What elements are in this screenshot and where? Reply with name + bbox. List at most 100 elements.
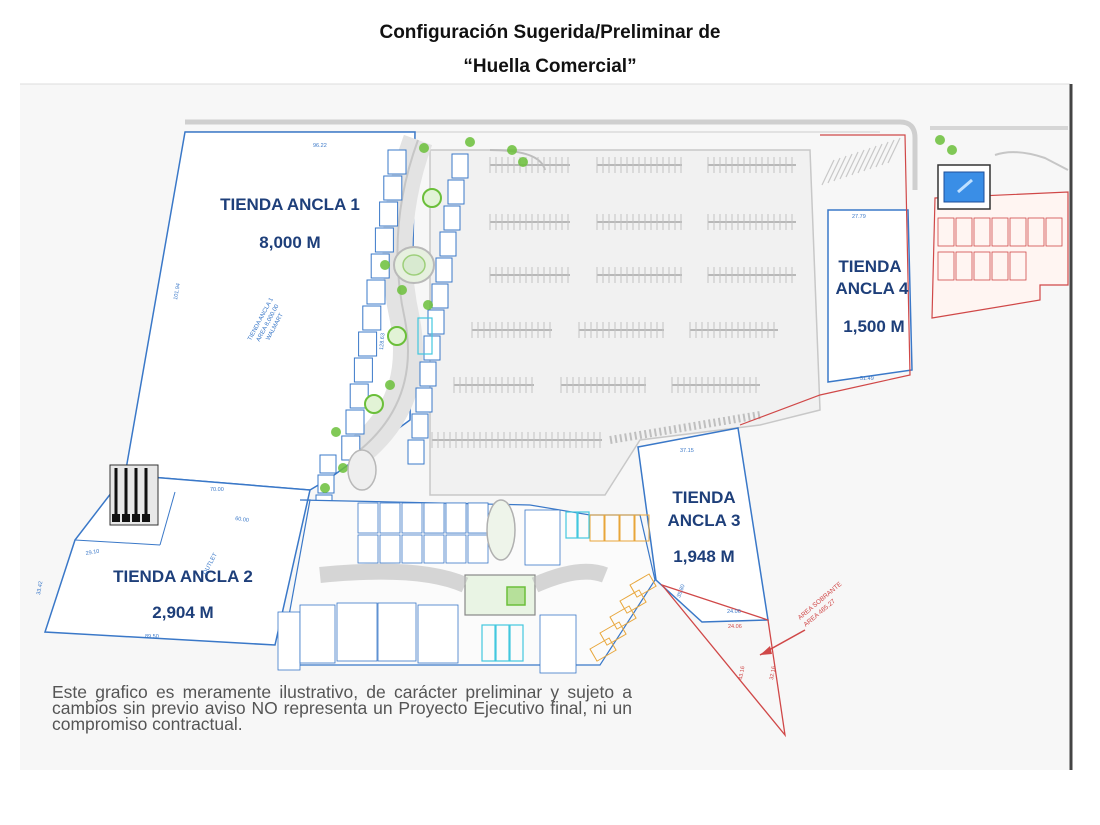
cyan-stall [417,317,433,355]
loading-docks [109,464,159,526]
diagonal-stall [887,137,901,164]
parking-row [596,157,682,173]
orange-stall [629,573,657,598]
orange-stall [589,637,617,662]
area-sobrante-triangle [660,583,786,738]
blue-stall [411,413,429,439]
shop-unit [336,602,378,662]
red-unit [973,217,991,247]
shop-unit [524,509,561,566]
shop-unit [299,604,336,664]
red-unit [973,251,991,281]
red-unit [1009,251,1027,281]
ancla-4-outline [827,209,913,383]
boulevard-center [359,139,419,451]
perimeter-road [185,119,918,190]
cyan-parking-stalls [417,317,590,662]
orange-stall [609,605,637,630]
shop-unit [445,502,467,534]
shop-unit [357,502,379,534]
area-sobrante-arrowhead [760,646,772,655]
diagonal-stall [827,157,841,184]
dim-label: 27.79 [852,214,866,220]
shop-unit [379,502,401,534]
blue-stall [435,257,453,283]
diagonal-stall [869,143,883,170]
shop-unit [277,611,301,671]
tree [465,137,475,147]
east-road-curve [994,151,1069,171]
orange-stall [634,514,650,542]
cyan-stall [495,624,510,662]
red-unit [991,251,1009,281]
diagonal-stall [833,155,847,182]
orange-stall [599,621,627,646]
shop-unit [423,534,445,564]
dim-label: 89.50 [145,634,159,640]
ancla-4-area: 1,500 M [843,317,904,336]
blue-stall [427,309,445,335]
shop-unit [539,614,577,674]
parking-row [453,377,534,393]
central-plaza-garden [506,586,526,606]
shop-units [277,502,577,674]
dim-label: 32.16 [769,666,777,681]
ancla-3-outline [637,427,769,623]
dim-label: 24.06 [728,624,742,630]
ancla-1-name: TIENDA ANCLA 1 [220,195,360,214]
cyan-stall [577,511,590,539]
landscape-circle [422,188,442,208]
cyan-stall [481,624,496,662]
tree [320,483,330,493]
blue-stall [358,331,378,357]
dimension-labels: 96.22 101.94 128.63 70.00 33.42 60.00 29… [36,143,874,680]
shop-unit [379,534,401,564]
red-unit [937,217,955,247]
shop-unit [423,502,445,534]
shop-unit [417,604,459,664]
parking-row [707,267,796,283]
shop-unit [445,534,467,564]
fountain [486,499,516,561]
diagonal-stall [881,139,895,166]
blue-stall [345,409,365,435]
plaza-oval [347,449,377,491]
dim-label: 43.16 [738,666,746,681]
shop-unit [467,534,489,564]
parking-rows [431,157,796,448]
dim-label: 35.80 [676,584,686,599]
tree [419,143,429,153]
red-unit [991,217,1009,247]
parking-row [707,214,796,230]
dim-label: 60.00 [235,516,249,524]
diagonal-parking [821,137,901,186]
dim-label: 33.42 [36,581,44,596]
parking-row [596,214,682,230]
tree [423,300,433,310]
parking-row [671,377,760,393]
blue-stall [443,205,461,231]
blue-stall [362,305,382,331]
blue-stall [415,387,433,413]
red-unit [955,217,973,247]
parking-row [707,157,796,173]
tree [397,285,407,295]
disclaimer-text: Este grafico es meramente ilustrativo, d… [52,682,632,734]
ancla-2-name: TIENDA ANCLA 2 [113,567,253,586]
parking-lot-area [429,149,821,496]
diagonal-stall [875,141,889,168]
orange-parking-stalls [589,514,657,662]
ancla-2-divider-2 [74,539,161,546]
parking-row [560,377,646,393]
blue-stall [383,175,403,201]
dim-label: 51.49 [860,376,874,382]
tree [331,427,341,437]
diagonal-stall [851,149,865,176]
cyan-stall [509,624,524,662]
ancla-3-name-line2: ANCLA 3 [667,511,740,530]
blue-stall [419,361,437,387]
red-building-block [931,164,1069,319]
blue-stall [439,231,457,257]
parking-row [471,322,552,338]
blue-stall [353,357,373,383]
